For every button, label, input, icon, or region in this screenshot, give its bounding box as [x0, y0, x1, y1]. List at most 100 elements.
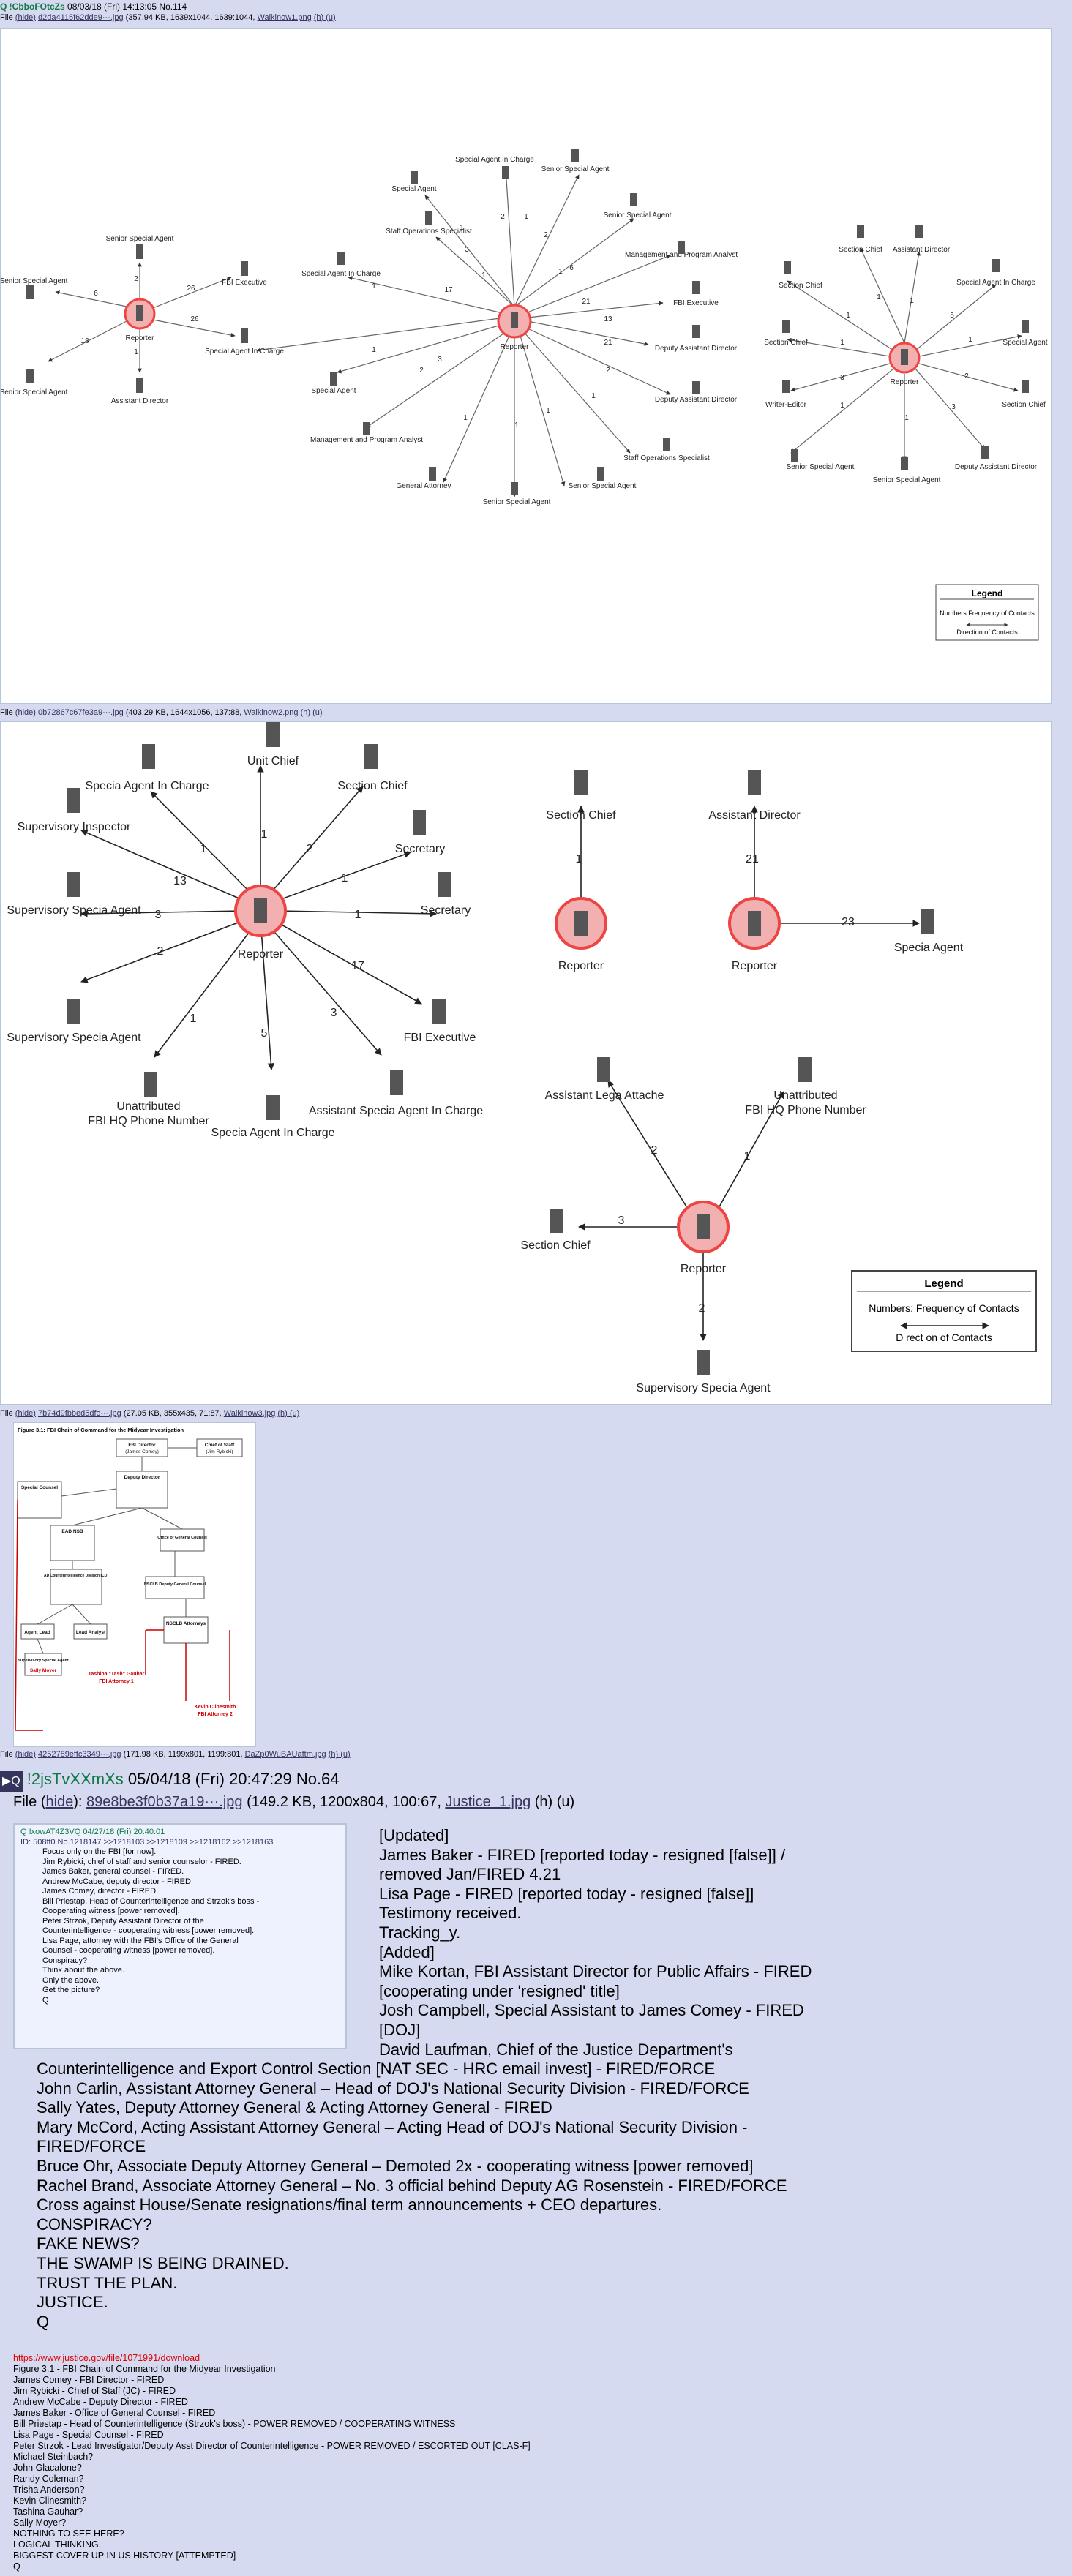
thumb-line: Lisa Page, attorney with the FBI's Offic… — [42, 1936, 239, 1945]
post-thumbnail[interactable]: Q !xowAT4Z3VQ 04/27/18 (Fri) 20:40:01 ID… — [13, 1823, 347, 2049]
message-line: FAKE NEWS? — [37, 2234, 140, 2253]
contact-diagram-2[interactable]: Reporter Specia Agent In Charge Unit Chi… — [0, 721, 1052, 1405]
message-line: [Added] — [379, 1942, 435, 1961]
org-chart-svg: Figure 3.1: FBI Chain of Command for the… — [15, 1427, 243, 1731]
node-label: Staff Operations Specialist — [623, 454, 710, 462]
message-line: John Carlin, Assistant Attorney General … — [37, 2079, 749, 2098]
tripcode[interactable]: !2jsTvXXmXs — [26, 1770, 124, 1788]
message-line: James Comey - FBI Director - FIRED — [13, 2375, 165, 2385]
hide-link[interactable]: (hide) — [15, 1750, 36, 1759]
thumb-line: James Comey, director - FIRED. — [42, 1887, 159, 1896]
node-label: Unattributed — [773, 1089, 837, 1102]
file-name-link[interactable]: d2da4115f62dde9···.jpg — [37, 13, 124, 22]
thumb-line: James Baker, general counsel - FIRED. — [42, 1867, 184, 1876]
edge-count: 1 — [846, 312, 850, 320]
message-line: Bill Priestap - Head of Counterintellige… — [13, 2419, 456, 2429]
node-label: Senior Special Agent — [873, 476, 941, 484]
message-line: NOTHING TO SEE HERE? — [13, 2528, 124, 2539]
hide-link[interactable]: (hide) — [15, 1409, 36, 1418]
file-hu-links[interactable]: (h) (u) — [328, 1750, 351, 1759]
file-hu-links[interactable]: (h) (u) — [300, 708, 323, 717]
file-original-link[interactable]: Justice_1.jpg — [445, 1794, 531, 1810]
node-label: Secretary — [395, 843, 445, 855]
file-hu-links[interactable]: (h) (u) — [277, 1409, 300, 1418]
box-label: Office of General Counsel — [157, 1536, 207, 1540]
node-label: Reporter — [238, 948, 284, 961]
node-label: Special Agent In Charge — [205, 348, 284, 356]
node-label: Senior Special Agent — [787, 463, 855, 471]
box-label: Sally Moyer — [30, 1668, 57, 1673]
edge-count: 2 — [651, 1144, 658, 1157]
edge-count: 1 — [904, 414, 909, 422]
justice-link[interactable]: https://www.justice.gov/file/1071991/dow… — [13, 2353, 200, 2363]
edge-count: 1 — [514, 421, 519, 429]
file-original-link[interactable]: Walkinow3.jpg — [223, 1409, 276, 1418]
thumb-line: Andrew McCabe, deputy director - FIRED. — [42, 1877, 194, 1886]
box-label: EAD NSB — [61, 1529, 83, 1534]
file-hu-links[interactable]: (h) (u) — [313, 13, 336, 22]
message-line: Q — [13, 2561, 20, 2572]
file-name-link[interactable]: 89e8be3f0b37a19···.jpg — [86, 1794, 243, 1810]
chain-of-command-image[interactable]: Figure 3.1: FBI Chain of Command for the… — [13, 1422, 256, 1747]
node-label: Reporter — [891, 378, 920, 386]
edge-count: 3 — [438, 356, 442, 364]
file-name-link[interactable]: 7b74d9fbbed5dfc···.jpg — [37, 1409, 121, 1418]
red-label: FBI Attorney 1 — [99, 1679, 134, 1684]
edge-count: 6 — [569, 264, 574, 272]
edge-count: 2 — [501, 213, 505, 221]
file-name-link[interactable]: 4252789effc3349···.jpg — [37, 1750, 121, 1759]
file-info-2: File (hide) 0b72867c67fe3a9···.jpg (403.… — [0, 708, 323, 718]
edge-count: 17 — [351, 960, 364, 972]
hide-link[interactable]: (hide) — [15, 708, 36, 717]
message-line: Q — [37, 2312, 50, 2331]
edge-count: 1 — [840, 402, 844, 410]
chart-title: Figure 3.1: FBI Chain of Command for the… — [18, 1427, 184, 1433]
post-message-right: [Updated] James Baker - FIRED [reported … — [379, 1826, 812, 2059]
edge-count: 1 — [342, 872, 348, 885]
file-original-link[interactable]: Walkinow1.png — [257, 13, 312, 22]
node-label: Unit Chief — [247, 755, 299, 767]
edge-count: 1 — [968, 336, 972, 344]
thumb-line: Q — [42, 1995, 49, 2005]
edge-count: 21 — [604, 339, 612, 347]
edge-count: 5 — [261, 1027, 268, 1040]
legend-1: Legend Numbers Frequency of Contacts Dir… — [935, 584, 1039, 641]
file-original-link[interactable]: DaZp0WuBAUaftm.jpg — [244, 1750, 326, 1759]
message-line: Mary McCord, Acting Assistant Attorney G… — [37, 2117, 748, 2136]
message-line: Kevin Clinesmith? — [13, 2496, 87, 2506]
message-line: TRUST THE PLAN. — [37, 2273, 178, 2292]
file-meta: (357.94 KB, 1639x1044, 1639:1044, — [125, 13, 255, 22]
message-line: Tracking_y. — [379, 1923, 461, 1942]
node-label: Specia Agent In Charge — [85, 780, 209, 792]
node-label: FBI Executive — [673, 299, 719, 307]
node-label: Senior Special Agent — [604, 211, 672, 219]
file-label: File — [0, 708, 13, 717]
node-label: Assistant Director — [111, 397, 169, 405]
node-label: Deputy Assistant Director — [955, 463, 1038, 471]
hide-link[interactable]: (hide) — [15, 13, 36, 22]
node-label: Reporter — [126, 334, 155, 342]
file-hu-links[interactable]: (h) (u) — [534, 1794, 575, 1810]
edge-count: 1 — [460, 224, 464, 232]
edge-count: 1 — [190, 1013, 197, 1025]
edge-count: 1 — [372, 282, 376, 290]
edge-count: 1 — [558, 268, 563, 276]
file-label: File — [13, 1794, 37, 1810]
hide-link[interactable]: hide — [45, 1794, 74, 1810]
message-line: Figure 3.1 - FBI Chain of Command for th… — [13, 2364, 276, 2374]
message-line: Bruce Ohr, Associate Deputy Attorney Gen… — [37, 2156, 754, 2175]
file-meta: (27.05 KB, 355x435, 71:87, — [123, 1409, 222, 1418]
file-name-link[interactable]: 0b72867c67fe3a9···.jpg — [37, 708, 124, 717]
node-label: Senior Special Agent — [106, 235, 174, 243]
node-label: Assistant Lega Attache — [545, 1089, 664, 1102]
contact-diagram-1[interactable]: Reporter Senior Special Agent Senior Spe… — [0, 28, 1052, 704]
node-label: Special Agent In Charge — [956, 279, 1035, 287]
message-line: [DOJ] — [379, 2020, 421, 2039]
post-marker[interactable]: ▶Q — [0, 1771, 23, 1792]
message-line: Rachel Brand, Associate Attorney General… — [37, 2176, 787, 2195]
box-label: NSCLB Deputy General Counsel — [144, 1582, 206, 1587]
poster-name[interactable]: Q !CbboFOtcZs — [0, 1, 65, 12]
file-original-link[interactable]: Walkinow2.png — [244, 708, 299, 717]
message-line: [Updated] — [379, 1826, 449, 1844]
node-label: Section Chief — [1002, 401, 1046, 409]
